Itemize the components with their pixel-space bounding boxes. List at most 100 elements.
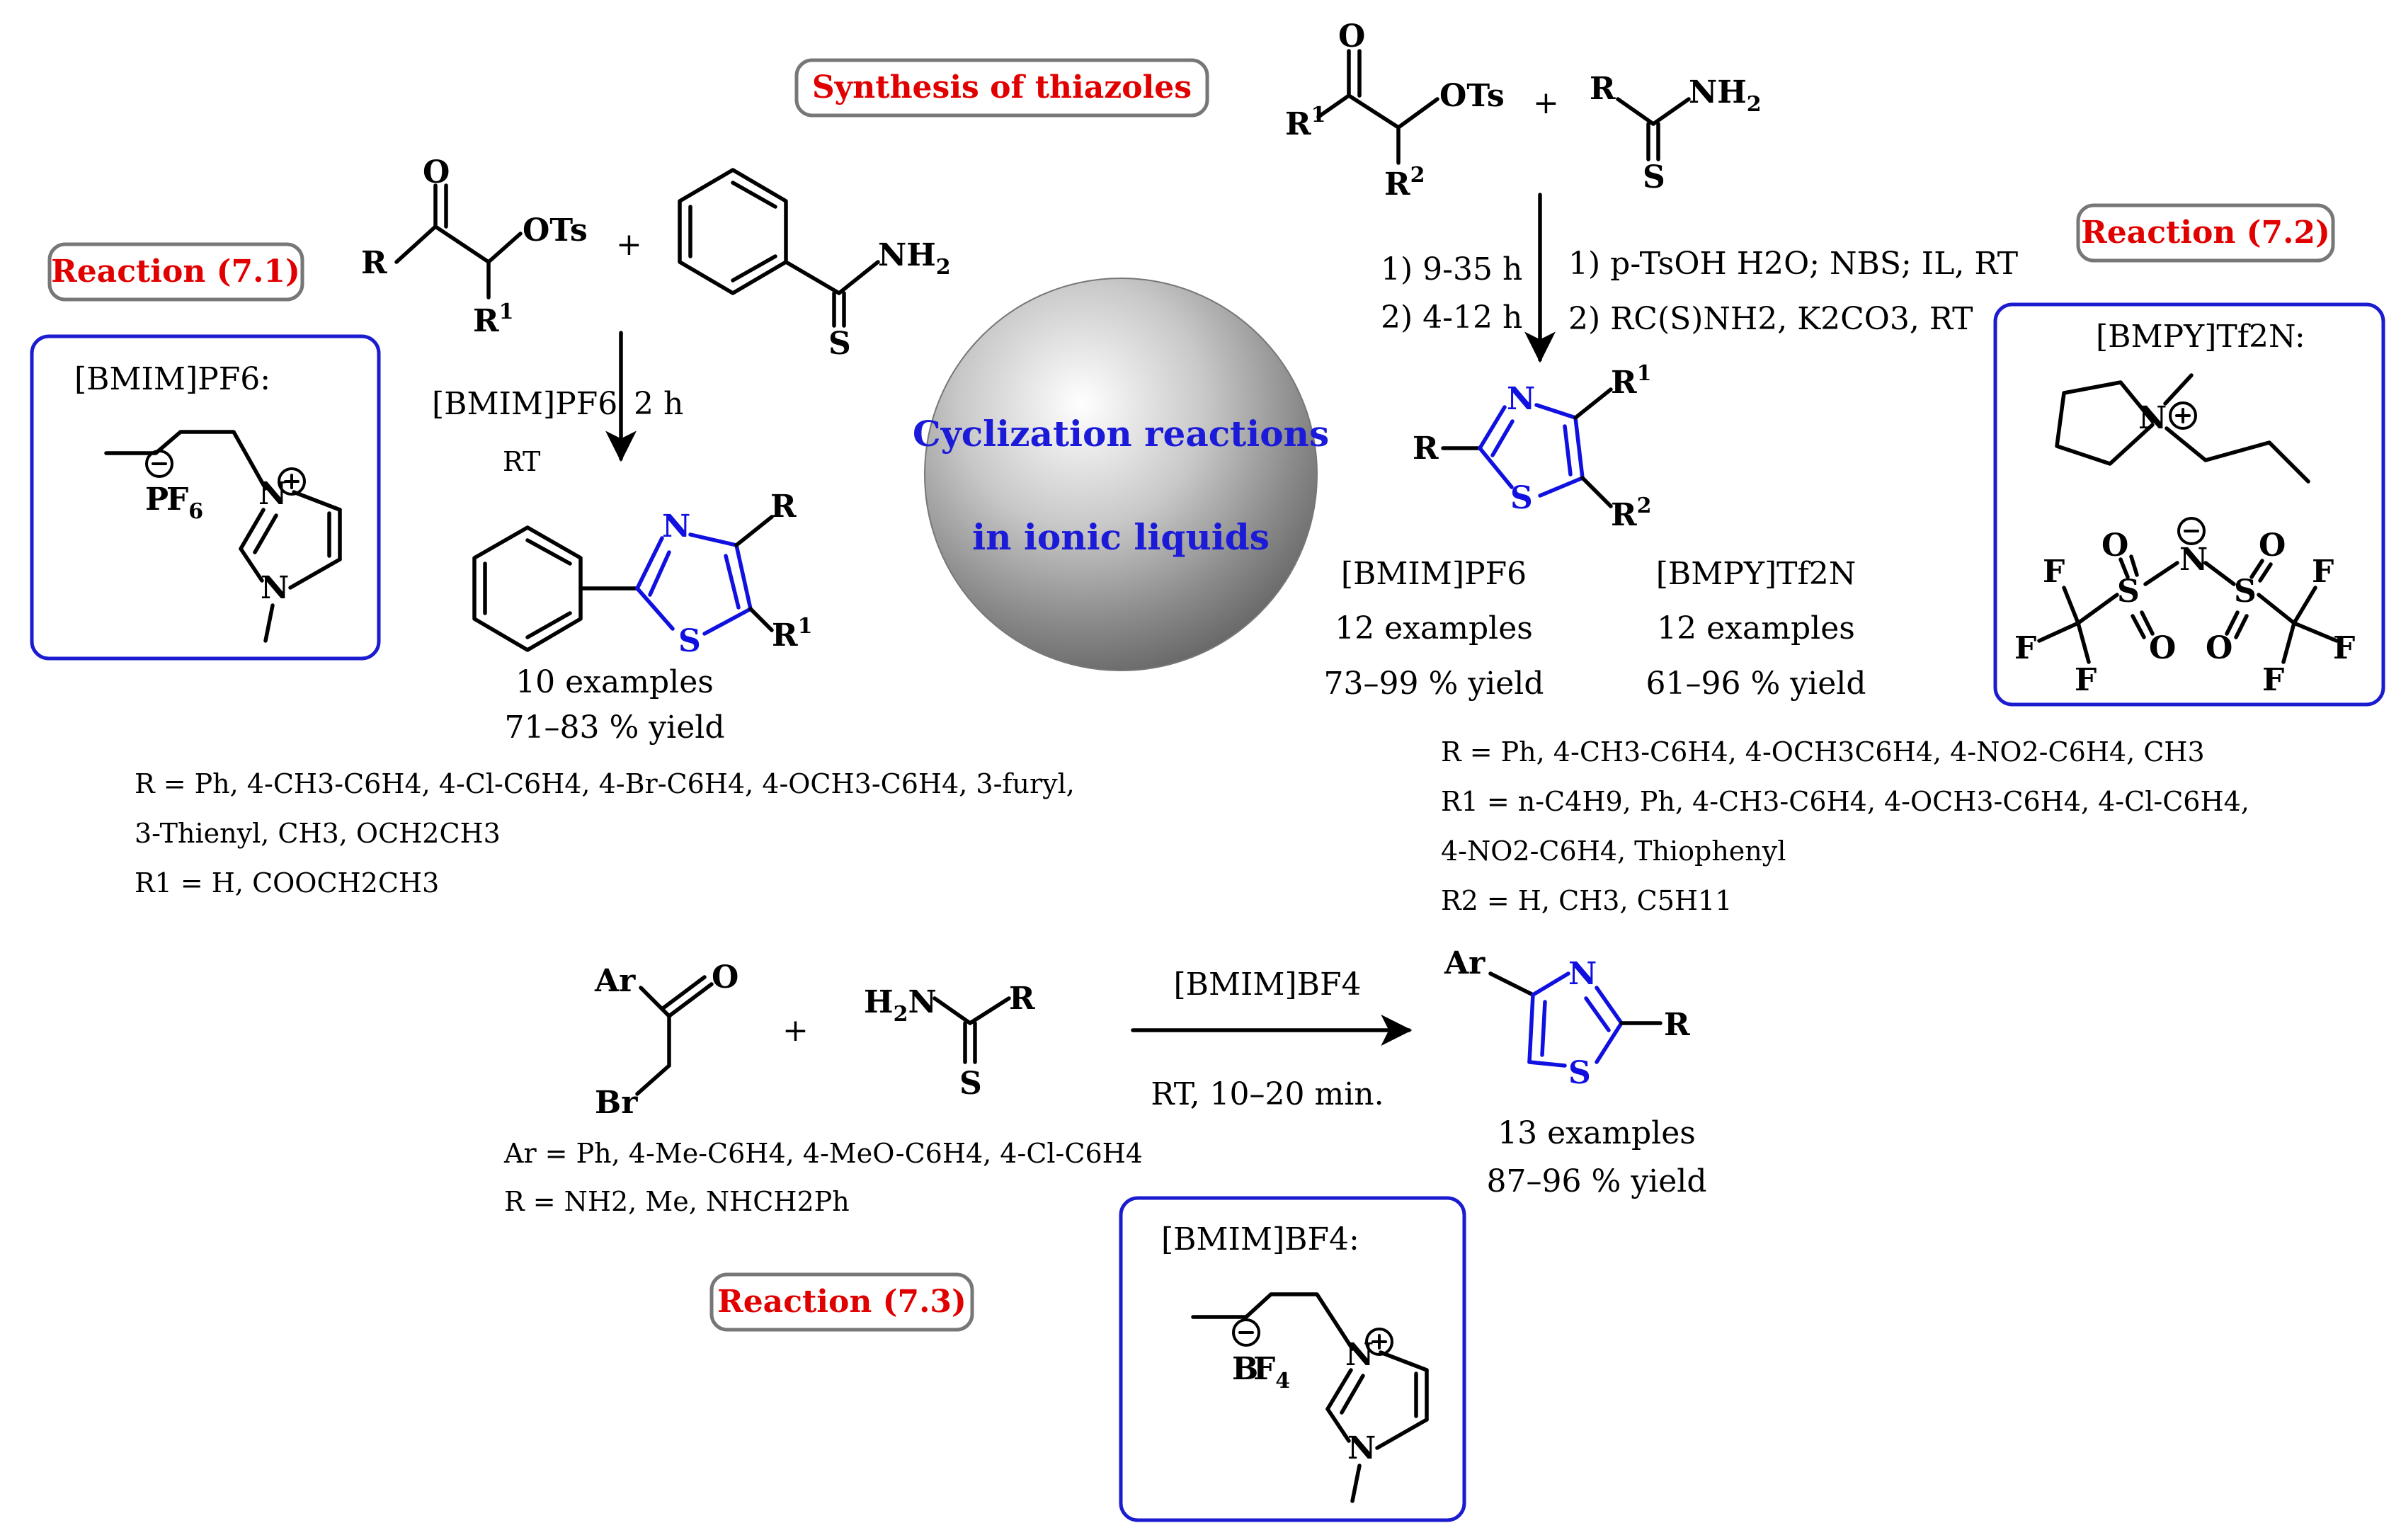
svg-text:Reaction (7.1): Reaction (7.1) bbox=[51, 253, 300, 290]
svg-text:O: O bbox=[2206, 630, 2232, 666]
r1-time: 2 h bbox=[634, 386, 683, 422]
r3-yield: 87–96 % yield bbox=[1487, 1163, 1707, 1199]
svg-text:Reaction (7.2): Reaction (7.2) bbox=[2081, 215, 2330, 251]
r2-il-1: [BMIM]PF6 bbox=[1341, 556, 1527, 592]
r2-time-1: 1) 9-35 h bbox=[1381, 251, 1522, 287]
badge-reaction-7-1: Reaction (7.1) bbox=[47, 242, 304, 302]
r2-ex-1: 12 examples bbox=[1335, 610, 1533, 646]
svg-text:[BMIM]PF6:: [BMIM]PF6: bbox=[74, 361, 270, 397]
r2-scope-1: R = Ph, 4-CH3-C6H4, 4-OCH3C6H4, 4-NO2-C6… bbox=[1441, 736, 2205, 768]
svg-text:N: N bbox=[1347, 1430, 1376, 1466]
title-badge: Synthesis of thiazoles bbox=[794, 58, 1209, 118]
svg-text:NH2: NH2 bbox=[1689, 74, 1762, 117]
svg-text:N: N bbox=[662, 508, 690, 544]
svg-text:R1: R1 bbox=[473, 300, 513, 339]
r1-scope-1: R = Ph, 4-CH3-C6H4, 4-Cl-C6H4, 4-Br-C6H4… bbox=[135, 768, 1075, 799]
svg-text:F: F bbox=[2262, 662, 2284, 698]
r2-yield-1: 73–99 % yield bbox=[1324, 666, 1544, 702]
svg-text:F: F bbox=[2333, 630, 2355, 666]
reaction-7-1: Reaction (7.1) R O OTs R1 + NH2 bbox=[30, 154, 1075, 899]
il-box-bmim-bf4: [BMIM]BF4: N N B F4 bbox=[1119, 1196, 1466, 1522]
svg-text:N: N bbox=[1568, 956, 1597, 992]
tosyloxy-ketone-1: R O OTs R1 bbox=[361, 154, 588, 339]
svg-text:R: R bbox=[1664, 1007, 1690, 1043]
svg-text:Ar: Ar bbox=[1444, 945, 1485, 981]
svg-text:F: F bbox=[2312, 554, 2334, 590]
center-sphere: Cyclization reactions in ionic liquids bbox=[913, 278, 1329, 671]
svg-text:F: F bbox=[2043, 554, 2065, 590]
badge-reaction-7-3: Reaction (7.3) bbox=[709, 1272, 974, 1332]
svg-text:Reaction (7.3): Reaction (7.3) bbox=[717, 1284, 966, 1320]
r1-il: [BMIM]PF6 bbox=[432, 386, 617, 422]
r2-time-2: 2) 4-12 h bbox=[1381, 300, 1522, 336]
product-7-3: Ar N S R bbox=[1444, 945, 1690, 1091]
svg-text:R: R bbox=[770, 489, 797, 525]
il-box-bmpy-tf2n: [BMPY]Tf2N: N N S S O O O bbox=[1993, 302, 2385, 707]
reaction-7-3: Ar O Br + H2N R S [BMIM]BF4 RT, 10–20 mi… bbox=[503, 945, 1707, 1522]
svg-text:F: F bbox=[2075, 662, 2097, 698]
svg-text:R1: R1 bbox=[1611, 361, 1651, 401]
svg-text:[BMPY]Tf2N:: [BMPY]Tf2N: bbox=[2096, 319, 2305, 355]
r2-scope-2: R1 = n-C4H9, Ph, 4-CH3-C6H4, 4-OCH3-C6H4… bbox=[1441, 786, 2249, 817]
svg-text:Ar: Ar bbox=[594, 963, 636, 999]
svg-text:NH2: NH2 bbox=[878, 237, 951, 280]
thiobenzamide: NH2 S bbox=[678, 168, 951, 362]
svg-text:R1: R1 bbox=[1285, 103, 1325, 142]
svg-text:S: S bbox=[828, 326, 851, 362]
svg-text:O: O bbox=[423, 154, 450, 190]
il-box-bmim-pf6: [BMIM]PF6: N N P F6 bbox=[30, 334, 381, 661]
svg-text:N: N bbox=[261, 570, 289, 606]
product-7-1: N S R R1 bbox=[472, 489, 812, 659]
svg-text:+: + bbox=[616, 227, 642, 263]
r1-examples: 10 examples bbox=[515, 664, 714, 700]
r3-examples: 13 examples bbox=[1498, 1115, 1696, 1151]
r3-cond: RT, 10–20 min. bbox=[1151, 1076, 1384, 1112]
svg-text:+: + bbox=[1533, 85, 1559, 121]
svg-text:O: O bbox=[2259, 527, 2286, 564]
svg-text:P: P bbox=[145, 481, 169, 518]
r1-yield: 71–83 % yield bbox=[505, 709, 725, 746]
title-text: Synthesis of thiazoles bbox=[812, 69, 1192, 105]
svg-text:R2: R2 bbox=[1384, 163, 1425, 203]
svg-text:S: S bbox=[1568, 1055, 1591, 1091]
r3-il: [BMIM]BF4 bbox=[1173, 966, 1361, 1003]
svg-text:B: B bbox=[1232, 1351, 1258, 1387]
svg-text:N: N bbox=[1507, 381, 1535, 417]
r2-scope-3: 4-NO2-C6H4, Thiophenyl bbox=[1441, 835, 1786, 867]
r2-scope-4: R2 = H, CH3, C5H11 bbox=[1441, 885, 1732, 916]
svg-text:R2: R2 bbox=[1611, 494, 1651, 533]
svg-text:[BMIM]BF4:: [BMIM]BF4: bbox=[1161, 1221, 1359, 1257]
bromoketone: Ar O Br bbox=[594, 959, 738, 1121]
svg-text:O: O bbox=[2149, 630, 2176, 666]
svg-text:S: S bbox=[959, 1066, 982, 1102]
svg-text:N: N bbox=[2138, 400, 2167, 436]
center-line2: in ionic liquids bbox=[972, 516, 1270, 558]
svg-text:O: O bbox=[1338, 18, 1365, 55]
r2-il-2: [BMPY]Tf2N bbox=[1656, 556, 1857, 592]
svg-text:R: R bbox=[1413, 430, 1439, 467]
svg-text:O: O bbox=[712, 959, 738, 996]
svg-text:R: R bbox=[361, 245, 387, 281]
svg-text:OTs: OTs bbox=[1439, 78, 1505, 114]
reaction-7-2: Reaction (7.2) R1 O OTs R2 + R NH2 S 1) … bbox=[1285, 18, 2385, 916]
svg-text:N: N bbox=[1345, 1337, 1374, 1373]
center-line1: Cyclization reactions bbox=[913, 413, 1329, 455]
svg-text:H2N: H2N bbox=[864, 984, 937, 1027]
r2-step-1: 1) p-TsOH H2O; NBS; IL, RT bbox=[1568, 246, 2018, 282]
r1-scope-3: R1 = H, COOCH2CH3 bbox=[135, 867, 439, 899]
svg-text:S: S bbox=[678, 623, 701, 659]
svg-text:R: R bbox=[1009, 981, 1035, 1017]
svg-text:Br: Br bbox=[595, 1085, 638, 1121]
r2-yield-2: 61–96 % yield bbox=[1646, 666, 1866, 702]
tosyloxy-ketone-2: R1 O OTs R2 bbox=[1285, 18, 1505, 203]
r1-temp: RT bbox=[503, 446, 540, 477]
r1-scope-2: 3-Thienyl, CH3, OCH2CH3 bbox=[135, 818, 501, 849]
thioamide-2: R NH2 S bbox=[1590, 71, 1762, 195]
product-7-2: R N S R1 R2 bbox=[1413, 361, 1651, 533]
badge-reaction-7-2: Reaction (7.2) bbox=[2076, 203, 2335, 263]
svg-text:S: S bbox=[2117, 574, 2140, 610]
svg-text:OTs: OTs bbox=[523, 212, 588, 249]
svg-text:S: S bbox=[1510, 480, 1533, 516]
